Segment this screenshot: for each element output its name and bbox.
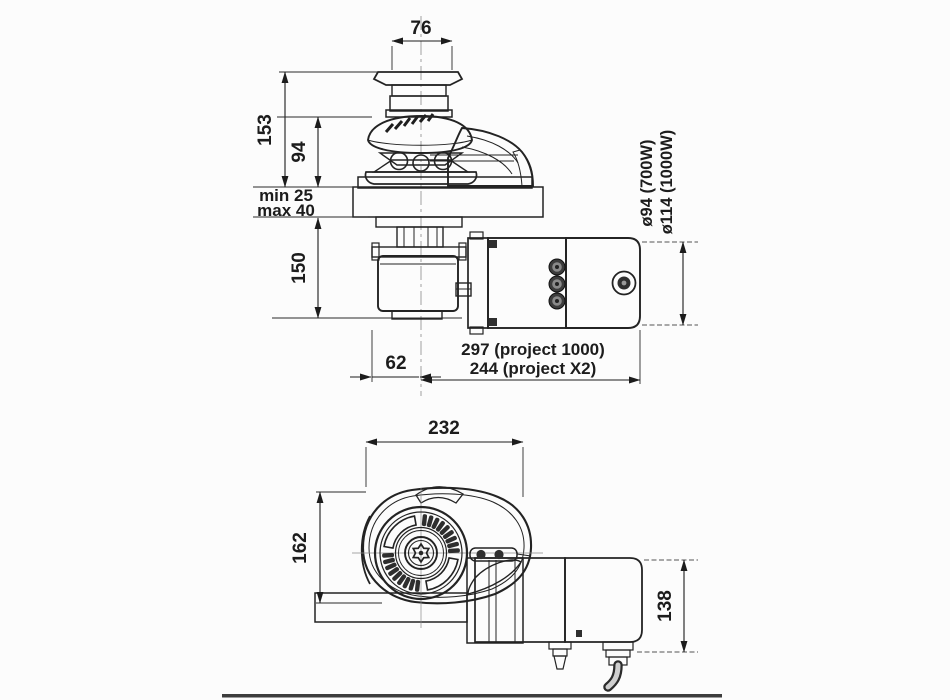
dim-label-153: 153 (255, 114, 276, 146)
power-cable-gland (602, 641, 634, 692)
dimension-overall-height: 153 (253, 71, 378, 188)
motor-body-light (565, 237, 641, 329)
motor-bolt-bottom (489, 318, 497, 326)
capstan-bottom-flange (385, 109, 453, 118)
gypsy-base (364, 171, 478, 185)
dim-label-244-projectX2: 244 (project X2) (470, 359, 597, 378)
motor-bolt-top (489, 240, 497, 248)
dim-label-62: 62 (385, 353, 406, 374)
dimension-deck-thickness: min 25 max 40 (253, 186, 368, 220)
dim-label-232: 232 (428, 418, 460, 439)
capstan-ribbed-barrel (389, 95, 449, 112)
motor-body-plan (564, 557, 643, 643)
drum-top-view (352, 488, 543, 628)
dimension-motor-length: 138 (637, 559, 698, 653)
dimension-gypsy-height: 94 (277, 116, 372, 188)
chain-link (412, 154, 430, 172)
chain-link (389, 151, 409, 171)
clutch-latch (469, 547, 532, 562)
handle-slot-arc (383, 515, 417, 549)
dim-label-max40: max 40 (257, 201, 315, 220)
dim-label-162: 162 (290, 532, 311, 564)
handle-slot-arc (425, 557, 459, 591)
below-deck-gearbox (371, 216, 472, 320)
small-cable-gland (548, 641, 572, 670)
gearbox-flange (371, 246, 467, 258)
dimension-overall-width: 232 (365, 418, 524, 497)
dimension-motor-offset: 62 (350, 330, 441, 382)
side-panel-seam (467, 559, 522, 595)
dim-label-297-project1000: 297 (project 1000) (461, 340, 605, 359)
side-elevation-view: 76 153 94 min 25 max 40 150 (253, 16, 698, 396)
electric-motor-side (467, 231, 641, 335)
vent-slots (382, 514, 460, 592)
dimension-below-deck-height: 150 (272, 217, 462, 319)
terminal-studs (548, 258, 566, 310)
dim-label-94: 94 (289, 141, 310, 163)
dim-label-min25: min 25 (259, 186, 313, 205)
dimension-body-depth: 162 (290, 491, 382, 604)
plan-view: 232 162 138 (290, 418, 698, 692)
gypsy-chainwheel (364, 151, 518, 185)
dimension-motor-diameter: ø94 (700W) ø114 (1000W) (638, 130, 698, 326)
capstan-top-flange (372, 71, 464, 86)
dim-label-76: 76 (410, 18, 431, 39)
deck-cross-section (352, 186, 544, 218)
dim-label-150: 150 (289, 252, 310, 284)
dimension-overall-length: 297 (project 1000) 244 (project X2) (420, 330, 641, 384)
capstan-drum (372, 71, 464, 118)
dim-label-138: 138 (655, 590, 676, 622)
gypsy-dome-cover (367, 113, 473, 154)
dimension-drum-width: 76 (391, 18, 453, 70)
page-footer-rule (222, 694, 722, 698)
drum-hub (404, 536, 438, 570)
hub-star-socket (411, 542, 431, 564)
dim-label-dia94-700w: ø94 (700W) (638, 139, 656, 226)
chain-pipe-housing (447, 127, 534, 187)
top-cover-tab (415, 486, 464, 504)
motor-end-cap (611, 270, 637, 296)
dim-label-dia114-1000w: ø114 (1000W) (658, 130, 676, 235)
